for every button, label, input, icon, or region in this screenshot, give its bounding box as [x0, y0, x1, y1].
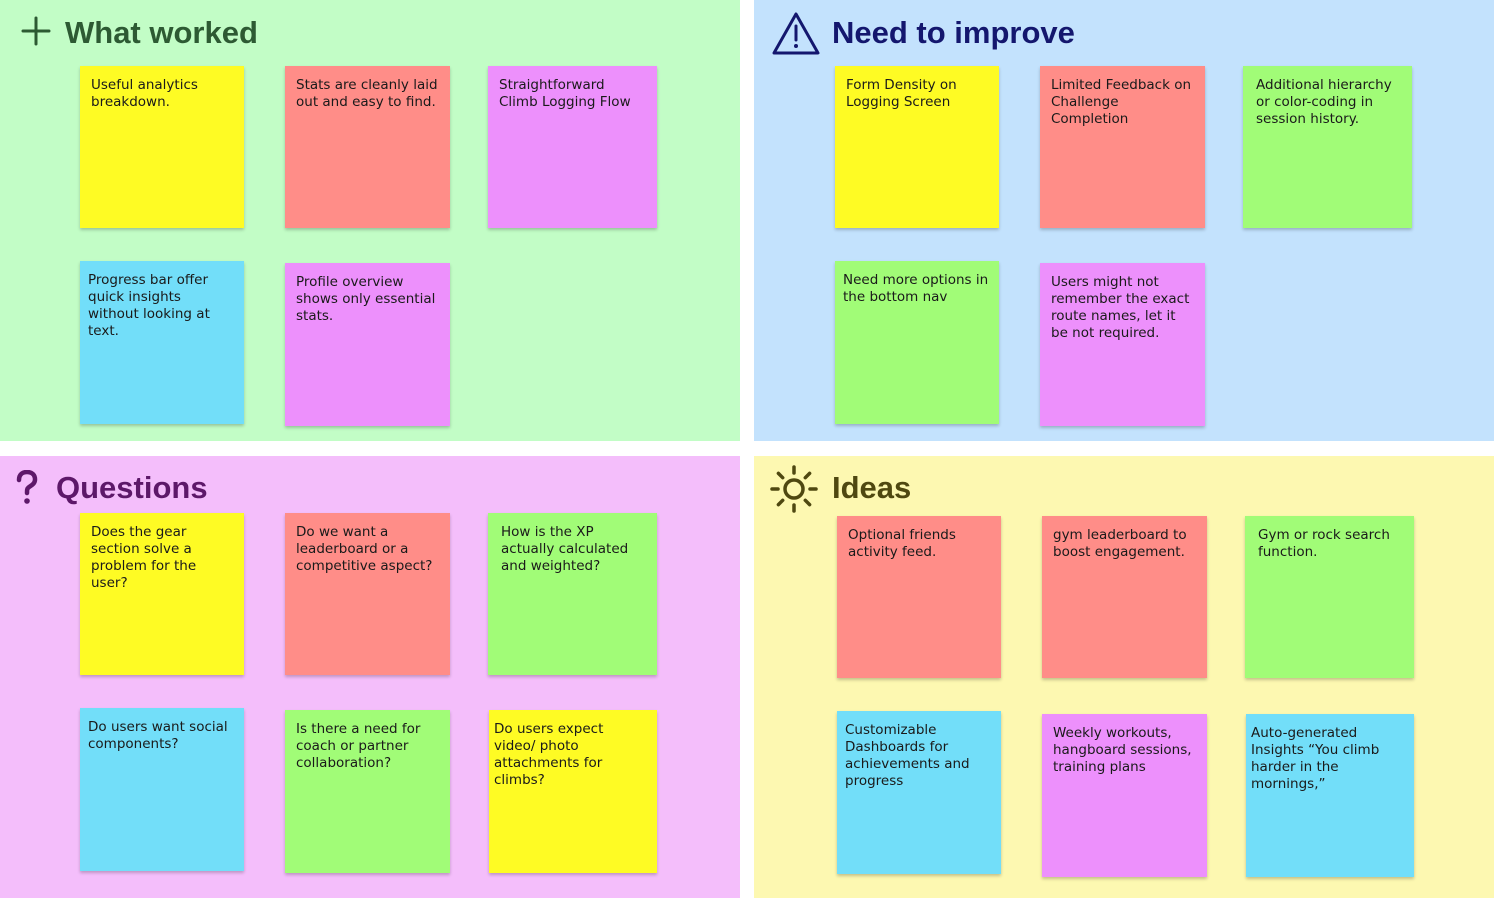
sticky-note[interactable]: Profile overview shows only essential st…	[285, 263, 450, 426]
sticky-note[interactable]: Do we want a leaderboard or a competitiv…	[285, 513, 450, 675]
sticky-note[interactable]: Need more options in the bottom nav	[835, 261, 999, 424]
sticky-note[interactable]: Additional hierarchy or color-coding in …	[1243, 66, 1412, 228]
sticky-note[interactable]: Users might not remember the exact route…	[1040, 263, 1205, 426]
sticky-note[interactable]: How is the XP actually calculated and we…	[488, 513, 657, 675]
sticky-note[interactable]: Do users want social components?	[80, 708, 244, 871]
sticky-note[interactable]: Weekly workouts, hangboard sessions, tra…	[1042, 714, 1207, 877]
section-title: What worked	[65, 15, 258, 50]
warning-icon	[772, 12, 820, 55]
sticky-note[interactable]: Useful analytics breakdown.	[80, 66, 244, 228]
section-questions: Questions Does the gear section solve a …	[0, 456, 740, 898]
sticky-note[interactable]: Do users expect video/ photo attachments…	[489, 710, 657, 873]
section-title: Ideas	[832, 470, 912, 505]
section-title: Need to improve	[832, 15, 1075, 50]
sticky-note[interactable]: Straightforward Climb Logging Flow	[488, 66, 657, 228]
sticky-note[interactable]: Does the gear section solve a problem fo…	[80, 513, 244, 675]
sticky-note[interactable]: Form Density on Logging Screen	[835, 66, 999, 228]
section-need-to-improve: Need to improve Form Density on Logging …	[754, 0, 1494, 441]
question-mark-icon	[16, 470, 38, 504]
sticky-note[interactable]: Optional friends activity feed.	[837, 516, 1001, 678]
sticky-note[interactable]: Is there a need for coach or partner col…	[285, 710, 450, 873]
sticky-note[interactable]: Customizable Dashboards for achievements…	[837, 711, 1001, 874]
section-ideas: Ideas Optional friends activity feed. gy…	[754, 456, 1494, 898]
sun-icon	[770, 465, 818, 513]
section-title: Questions	[56, 470, 208, 505]
sticky-note[interactable]: Auto-generated Insights “You climb harde…	[1246, 714, 1414, 877]
plus-icon	[21, 16, 51, 46]
sticky-note[interactable]: Limited Feedback on Challenge Completion	[1040, 66, 1205, 228]
sticky-note[interactable]: Stats are cleanly laid out and easy to f…	[285, 66, 450, 228]
sticky-note[interactable]: gym leaderboard to boost engagement.	[1042, 516, 1207, 678]
section-what-worked: What worked Useful analytics breakdown. …	[0, 0, 740, 441]
sticky-note[interactable]: Gym or rock search function.	[1245, 516, 1414, 678]
sticky-note[interactable]: Progress bar offer quick insights withou…	[80, 261, 244, 424]
